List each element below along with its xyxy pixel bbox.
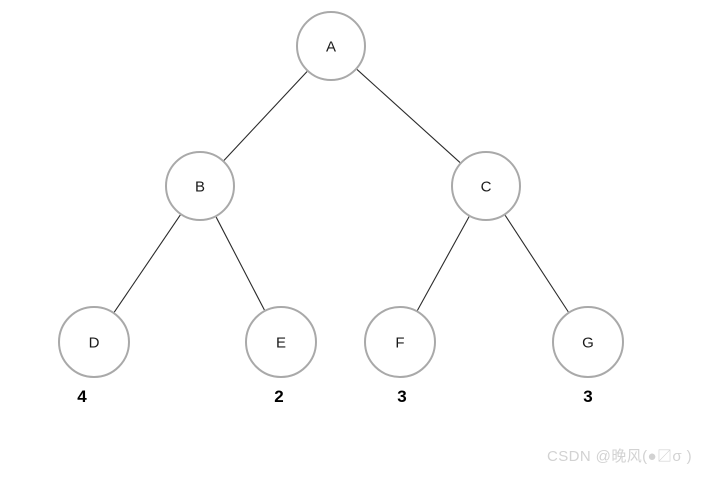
node-circle-d[interactable]: [58, 306, 130, 378]
node-label-d: D: [89, 335, 100, 352]
weights-layer: 4 2 3 3: [77, 387, 592, 406]
node-circle-b[interactable]: [165, 151, 235, 221]
node-circle-f[interactable]: [364, 306, 436, 378]
node-circle-g[interactable]: [552, 306, 624, 378]
tree-node-b[interactable]: B: [165, 151, 235, 221]
node-label-b: B: [195, 179, 205, 196]
node-label-a: A: [326, 39, 336, 56]
tree-node-e[interactable]: E: [245, 306, 317, 378]
tree-edge-a-c: [356, 69, 461, 163]
node-label-c: C: [481, 179, 492, 196]
node-circle-c[interactable]: [451, 151, 521, 221]
tree-edge-c-f: [416, 216, 470, 311]
node-circle-a[interactable]: [296, 11, 366, 81]
node-label-g: G: [582, 335, 594, 352]
nodes-layer: A B C D E F G: [58, 11, 624, 378]
tree-node-a[interactable]: A: [296, 11, 366, 81]
node-weight-e: 2: [274, 387, 283, 406]
csdn-watermark: CSDN @晚风(●〼σ ): [547, 448, 692, 465]
tree-edge-b-d: [113, 214, 181, 313]
tree-edge-b-e: [215, 216, 265, 311]
tree-edge-c-g: [504, 214, 569, 313]
edges-layer: [113, 69, 569, 313]
tree-node-d[interactable]: D: [58, 306, 130, 378]
node-weight-f: 3: [397, 387, 406, 406]
node-label-e: E: [276, 335, 286, 352]
node-label-f: F: [395, 335, 404, 352]
tree-node-g[interactable]: G: [552, 306, 624, 378]
tree-edge-a-b: [223, 71, 308, 161]
node-weight-g: 3: [583, 387, 592, 406]
tree-node-f[interactable]: F: [364, 306, 436, 378]
tree-node-c[interactable]: C: [451, 151, 521, 221]
node-circle-e[interactable]: [245, 306, 317, 378]
node-weight-d: 4: [77, 387, 87, 406]
